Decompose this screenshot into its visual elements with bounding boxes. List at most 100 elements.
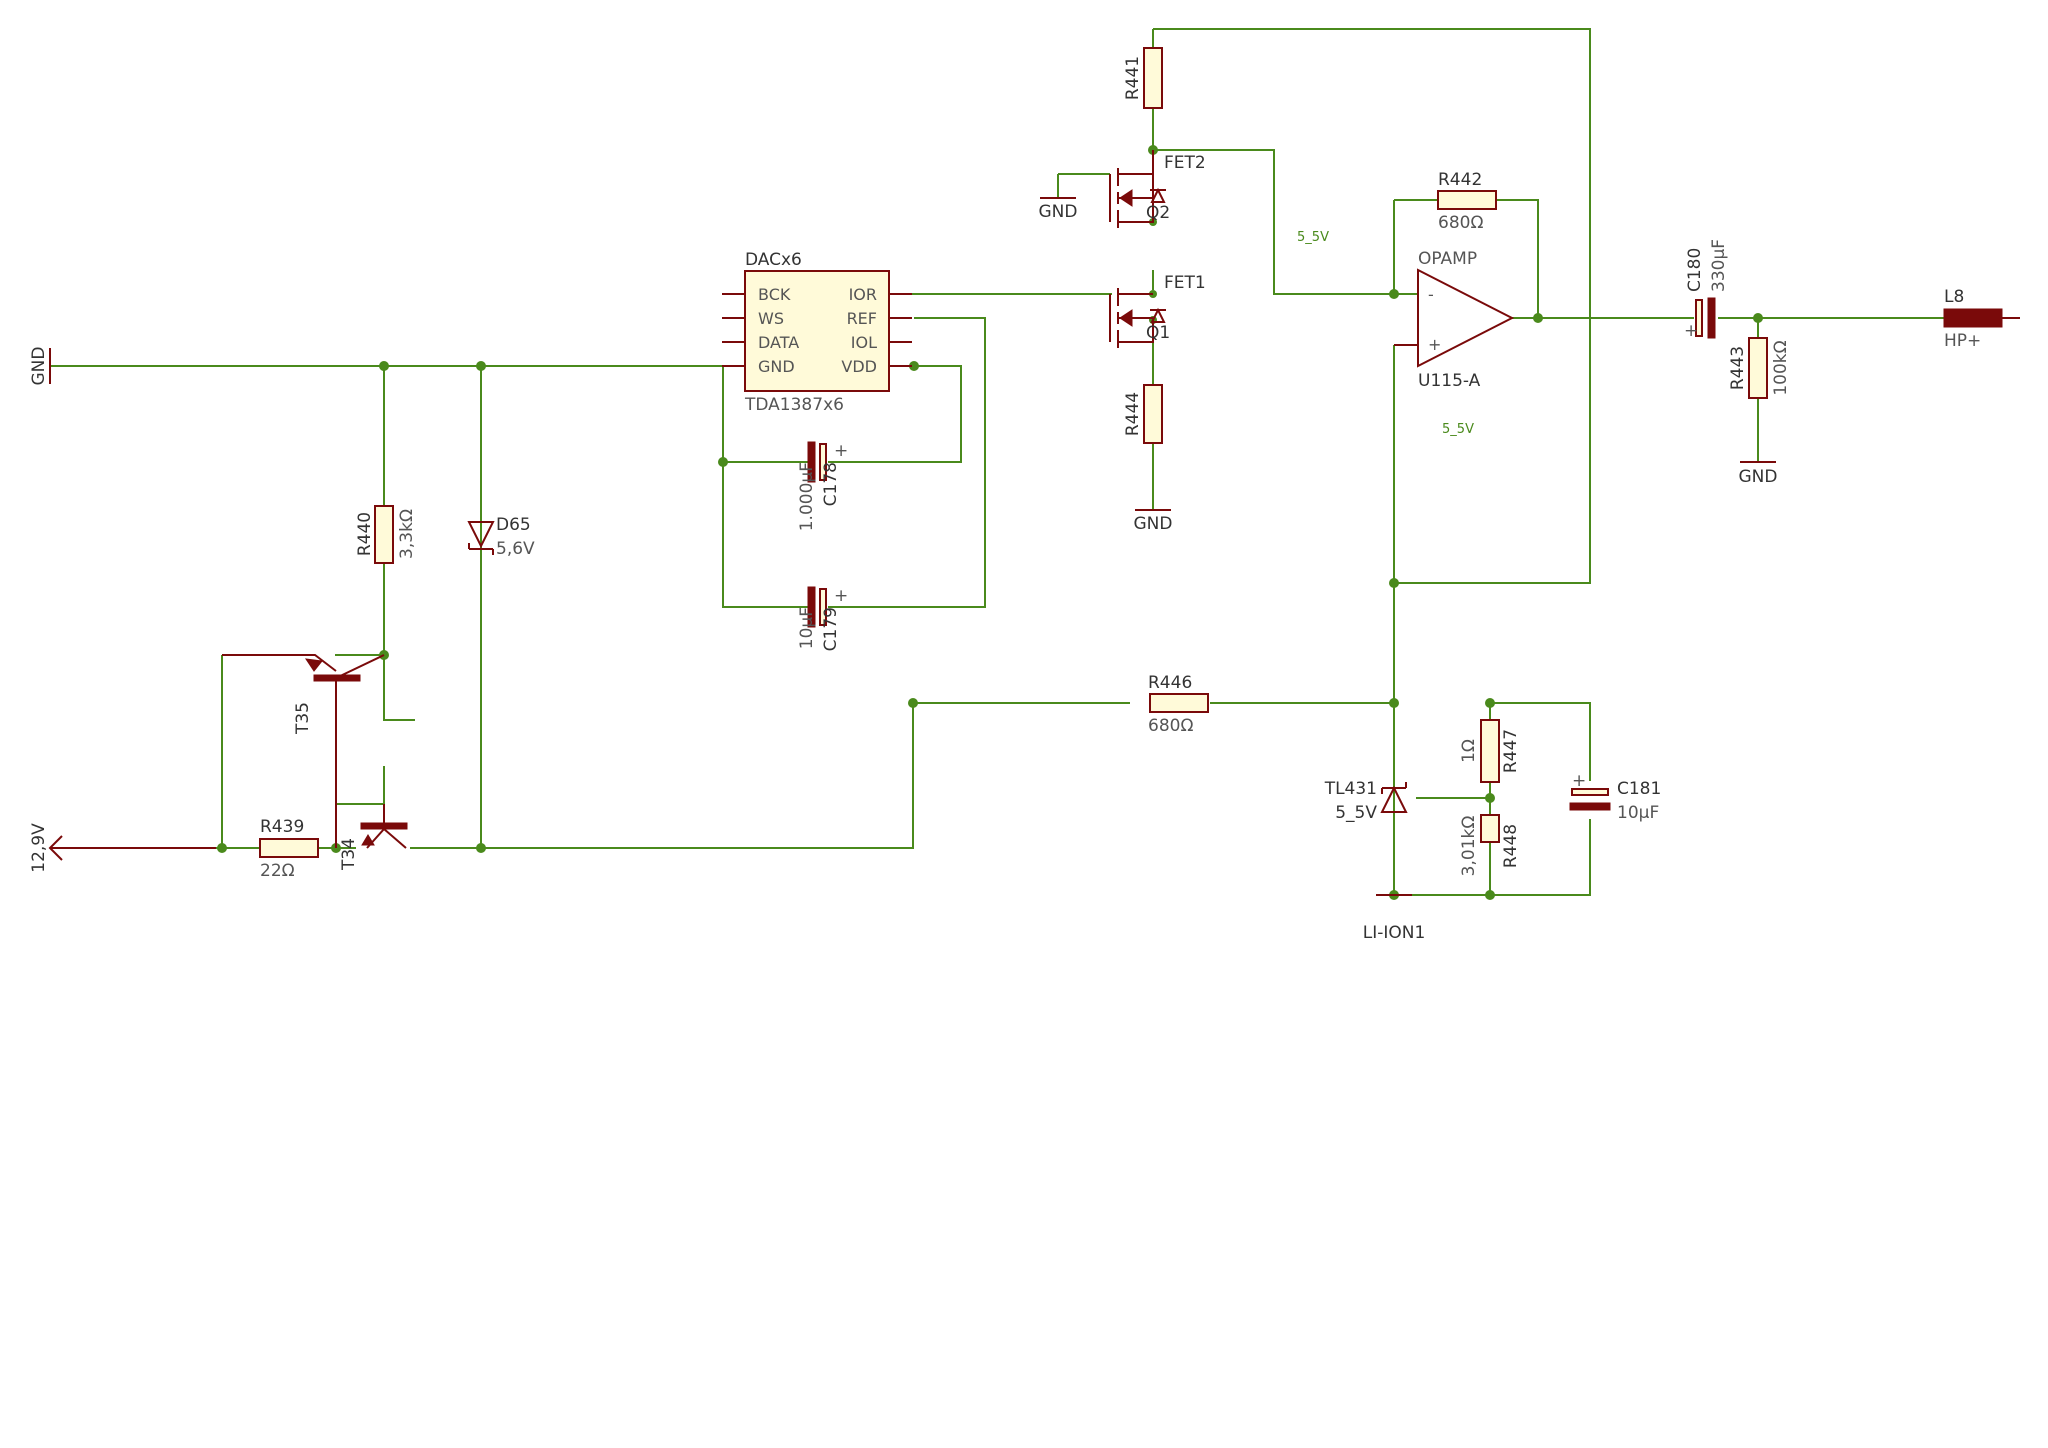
gnd-left-symbol: GND [29, 347, 51, 385]
gnd-out-symbol: GND [1739, 461, 1778, 487]
c181-ref: C181 [1617, 779, 1661, 799]
resistor-r441: R441 [1123, 47, 1163, 109]
junction [476, 361, 486, 371]
d65-ref: D65 [496, 515, 531, 535]
junction [1485, 793, 1495, 803]
r442-ref: R442 [1438, 170, 1482, 190]
c179-value: 10µF [797, 607, 817, 649]
junction [217, 843, 227, 853]
dac-pin-ref: REF [847, 309, 877, 328]
dac-pin-ws: WS [758, 309, 784, 328]
c180-ref: C180 [1685, 248, 1705, 292]
c178-ref: C178 [821, 462, 841, 506]
c178-polarity: + [834, 441, 848, 461]
dac-pin-ior: IOR [849, 285, 877, 304]
junction [1389, 698, 1399, 708]
junction [379, 361, 389, 371]
dac-pin-iol: IOL [851, 333, 877, 352]
r441-ref: R441 [1123, 56, 1143, 100]
junction [1485, 698, 1495, 708]
junction [1389, 578, 1399, 588]
gnd-fet-label: GND [1039, 202, 1078, 222]
shunt-tl431: TL431 5_5V [1324, 779, 1408, 823]
transistor-t35: T35 [222, 654, 385, 848]
r439-value: 22Ω [260, 861, 295, 881]
c181-value: 10µF [1617, 803, 1659, 823]
r446-value: 680Ω [1148, 716, 1193, 736]
c181-polarity: + [1572, 771, 1586, 791]
resistor-r446: R446 680Ω [1148, 673, 1209, 736]
r440-ref: R440 [355, 512, 375, 556]
opamp-label: OPAMP [1418, 249, 1477, 269]
mosfet-fet1: FET1 Q1 [1109, 273, 1206, 348]
dac-pin-bck: BCK [758, 285, 791, 304]
r447-value: 1Ω [1459, 739, 1479, 763]
capacitor-c180: + C180 330µF [1684, 239, 1729, 341]
junction [909, 361, 919, 371]
d65-value: 5,6V [496, 539, 535, 559]
t35-ref: T35 [293, 702, 313, 735]
c180-value: 330µF [1709, 239, 1729, 292]
tl431-value: 5_5V [1335, 803, 1377, 823]
r444-ref: R444 [1123, 392, 1143, 436]
dac-ic: DACx6 TDA1387x6 BCK WS DATA GND IOR REF … [722, 250, 912, 415]
dac-pin-vdd: VDD [841, 357, 877, 376]
transistor-t34: T34 [339, 804, 408, 871]
dac-part: TDA1387x6 [744, 395, 844, 415]
junction [1533, 313, 1543, 323]
r442-value: 680Ω [1438, 213, 1483, 233]
tl431-ref: TL431 [1324, 779, 1377, 799]
output-l8: L8 HP+ [1943, 287, 2020, 351]
zener-d65: D65 5,6V [467, 515, 535, 559]
r447-ref: R447 [1501, 729, 1521, 773]
gnd-fet-symbol: GND [1039, 197, 1078, 222]
supply-12v9-symbol: 12,9V [29, 823, 216, 873]
junction [1485, 890, 1495, 900]
r439-ref: R439 [260, 817, 304, 837]
opamp-minus: - [1428, 285, 1434, 304]
li-ion-symbol: LI-ION1 [1363, 894, 1426, 943]
c179-polarity: + [834, 586, 848, 606]
net-label-5v5-upper: 5_5V [1297, 230, 1329, 245]
opamp-plus: + [1428, 335, 1441, 354]
t34-ref: T34 [339, 838, 359, 871]
junction [476, 843, 486, 853]
opamp-u115a: - + OPAMP U115-A [1394, 249, 1515, 391]
fet1-label: FET1 [1164, 273, 1206, 293]
r440-value: 3,3kΩ [397, 509, 417, 559]
net-label-5v5-lower: 5_5V [1442, 422, 1474, 437]
c178-value: 1.000µF [797, 462, 817, 531]
junction [1389, 289, 1399, 299]
gnd-out-label: GND [1739, 467, 1778, 487]
dac-pin-data: DATA [758, 333, 799, 352]
c179-ref: C179 [821, 607, 841, 651]
dac-ref: DACx6 [745, 250, 802, 270]
junction [1753, 313, 1763, 323]
opamp-ref: U115-A [1418, 371, 1481, 391]
resistor-r439: R439 22Ω [259, 817, 319, 881]
supply-12v9-label: 12,9V [29, 823, 49, 873]
junction [718, 457, 728, 467]
resistor-r440: R440 3,3kΩ [355, 505, 417, 564]
capacitor-c179: + C179 10µF [797, 586, 853, 651]
fet1-ref: Q1 [1146, 323, 1170, 343]
r448-value: 3,01kΩ [1459, 816, 1479, 877]
capacitor-c181: + C181 10µF [1569, 771, 1661, 823]
resistor-r442: R442 680Ω [1437, 170, 1497, 233]
l8-ref: L8 [1944, 287, 1964, 307]
capacitor-c178: + C178 1.000µF [797, 441, 853, 531]
dac-pin-gnd: GND [758, 357, 795, 376]
fet2-ref: Q2 [1146, 203, 1170, 223]
r443-value: 100kΩ [1771, 340, 1791, 395]
resistor-r447: 1Ω R447 [1459, 719, 1521, 783]
r446-ref: R446 [1148, 673, 1192, 693]
junctions [217, 145, 1763, 900]
wires [50, 28, 1944, 896]
resistor-r448: 3,01kΩ R448 [1459, 814, 1521, 877]
junction [908, 698, 918, 708]
li-ion-label: LI-ION1 [1363, 923, 1426, 943]
resistor-r443: R443 100kΩ [1728, 337, 1791, 399]
c180-polarity: + [1684, 321, 1698, 341]
l8-name: HP+ [1944, 331, 1981, 351]
